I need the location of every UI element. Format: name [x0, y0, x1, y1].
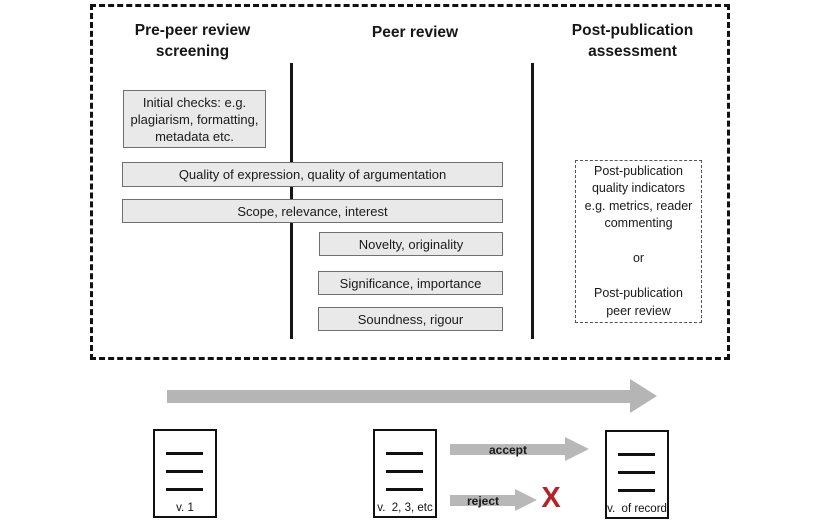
column-heading-post-publication: Post-publication assessment — [571, 22, 694, 60]
document-text-line — [386, 452, 423, 455]
document-text-line — [618, 453, 655, 456]
accept-arrow-head-icon — [565, 437, 589, 461]
criteria-bar-significance: Significance, importance — [318, 271, 503, 295]
timeline-arrow — [167, 390, 630, 403]
initial-checks-box: Initial checks: e.g. plagiarism, formatt… — [123, 90, 266, 148]
process-dashed-frame — [90, 4, 730, 360]
column-heading-peer-review: Peer review — [371, 24, 459, 41]
document-v1: v. 1 — [153, 429, 217, 518]
document-text-line — [386, 488, 423, 491]
document-text-line — [618, 471, 655, 474]
column-heading-pre-peer-review: Pre-peer review screening — [134, 22, 251, 60]
accept-arrow: accept — [450, 442, 566, 457]
reject-x-icon: X — [541, 482, 561, 514]
document-text-line — [386, 470, 423, 473]
document-v2-label: v. 2, 3, etc — [377, 502, 433, 514]
document-v2-3-etc: v. 2, 3, etc — [373, 429, 437, 518]
timeline-arrow-head-icon — [630, 379, 657, 413]
document-v1-label: v. 1 — [176, 502, 194, 514]
criteria-bar-novelty: Novelty, originality — [319, 232, 503, 256]
post-publication-indicators-box: Post-publication quality indicators e.g.… — [575, 160, 702, 323]
document-v-of-record: v. of record — [605, 430, 669, 519]
reject-arrow-head-icon — [515, 489, 537, 511]
reject-arrow: reject — [450, 493, 516, 508]
accept-arrow-label: accept — [488, 442, 528, 457]
column-separator-line-2 — [531, 63, 534, 339]
criteria-bar-scope-relevance: Scope, relevance, interest — [122, 199, 503, 223]
reject-arrow-label: reject — [466, 493, 500, 508]
document-text-line — [166, 470, 203, 473]
criteria-bar-soundness: Soundness, rigour — [318, 307, 503, 331]
document-text-line — [166, 452, 203, 455]
document-v-of-record-label: v. of record — [607, 503, 667, 515]
document-text-line — [618, 489, 655, 492]
criteria-bar-quality-of-expression: Quality of expression, quality of argume… — [122, 162, 503, 187]
document-text-line — [166, 488, 203, 491]
